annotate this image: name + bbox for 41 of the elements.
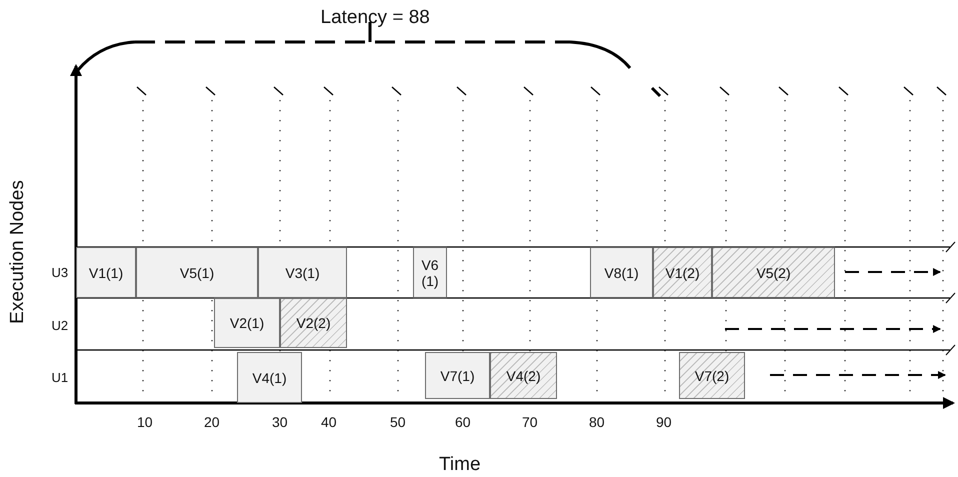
- row-label: U2: [52, 318, 68, 332]
- row-label: U3: [52, 264, 68, 280]
- hatched-task-box: [490, 352, 557, 399]
- task-label: V8(1): [604, 264, 639, 280]
- tick-label: 30: [272, 414, 288, 430]
- hatched-task-box: [679, 352, 745, 399]
- task-label: V1(2): [665, 264, 700, 280]
- row-label: U1: [52, 370, 68, 384]
- tick-label: 10: [137, 414, 153, 430]
- tick-label: 20: [204, 414, 220, 430]
- task-box: [237, 352, 302, 403]
- tick-label: 40: [321, 414, 337, 430]
- task-label: V5(2): [756, 264, 791, 280]
- task-label: V2(2): [296, 315, 331, 331]
- hatched-task-box: [712, 247, 835, 298]
- task-label: V2(1): [230, 315, 264, 331]
- task-box: [76, 247, 136, 298]
- task-box: [258, 247, 347, 298]
- tick-label: 90: [656, 414, 672, 430]
- task-label: V4(2): [506, 368, 541, 384]
- task-box: [214, 298, 280, 348]
- hatched-task-box: [653, 247, 712, 298]
- task-box: [590, 247, 653, 298]
- task-label: V4(1): [252, 370, 287, 386]
- tick-label: 80: [589, 414, 605, 430]
- tick-label: 70: [522, 414, 538, 430]
- task-label: V7(2): [694, 368, 730, 384]
- task-label: V7(1): [440, 368, 475, 384]
- task-box: [136, 247, 258, 298]
- task-box: [413, 247, 447, 298]
- tick-label: 50: [390, 414, 406, 430]
- axis-title: Time: [439, 454, 481, 476]
- axis-title: Execution Nodes: [6, 180, 29, 324]
- task-box: [425, 352, 490, 399]
- tick-label: 60: [455, 414, 471, 430]
- task-label: V6 (1): [420, 256, 440, 288]
- task-label: V3(1): [285, 264, 320, 280]
- task-label: V5(1): [180, 264, 214, 280]
- bracket-label: Latency = 88: [320, 7, 430, 29]
- task-label: V1(1): [88, 264, 124, 280]
- hatched-task-box: [280, 298, 347, 348]
